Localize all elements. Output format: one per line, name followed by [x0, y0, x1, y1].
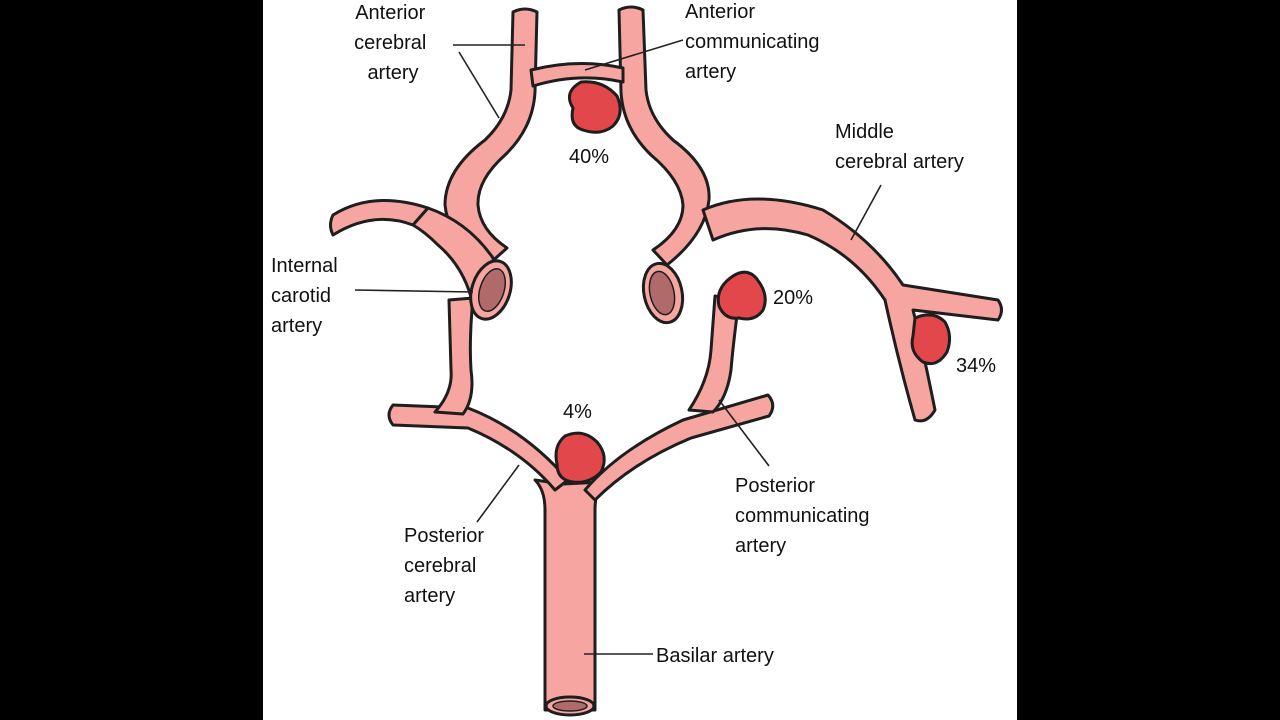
label-posterior-communicating-artery: Posterior communicating artery: [735, 475, 875, 557]
rate-anterior-communicating: 40%: [569, 146, 609, 168]
left-posterior-cerebral-artery: [387, 403, 570, 492]
anterior-communicating-artery: [529, 62, 625, 88]
label-anterior-communicating-artery: Anterior communicating artery: [685, 1, 825, 83]
basilar-artery-lumen-inner: [552, 700, 588, 712]
aneurysm-anterior-communicating: [567, 80, 622, 134]
diagram-canvas: Anterior cerebral artery Anterior commun…: [263, 0, 1017, 720]
left-posterior-communicating-artery: [433, 296, 475, 416]
label-posterior-cerebral-artery: Posterior cerebral artery: [404, 525, 490, 607]
label-anterior-cerebral-artery: Anterior cerebral artery: [354, 2, 432, 84]
left-internal-carotid-and-anterior-cerebral-artery: [443, 7, 539, 267]
basilar-artery: [533, 478, 605, 712]
right-posterior-cerebral-artery: [583, 393, 775, 502]
right-internal-carotid-and-anterior-cerebral-artery: [617, 5, 711, 267]
rate-posterior-communicating: 20%: [773, 287, 813, 309]
middle-cerebral-artery: [701, 197, 1003, 423]
aneurysm-posterior-communicating: [716, 270, 767, 321]
right-internal-carotid-cut-end: [641, 261, 685, 325]
label-internal-carotid-artery: Internal carotid artery: [271, 255, 343, 337]
aneurysm-middle-cerebral: [910, 313, 952, 366]
aneurysm-basilar-tip: [554, 431, 606, 484]
label-basilar-artery: Basilar artery: [656, 645, 774, 667]
rate-basilar-tip: 4%: [563, 401, 592, 423]
rate-middle-cerebral: 34%: [956, 355, 996, 377]
left-internal-carotid-cut-end: [469, 259, 513, 321]
left-internal-carotid-stub: [329, 199, 430, 237]
right-posterior-communicating-artery: [687, 294, 741, 414]
circle-of-willis-diagram: Anterior cerebral artery Anterior commun…: [271, 1, 1003, 717]
label-middle-cerebral-artery: Middle cerebral artery: [835, 121, 964, 173]
leader-lines: [354, 39, 882, 655]
